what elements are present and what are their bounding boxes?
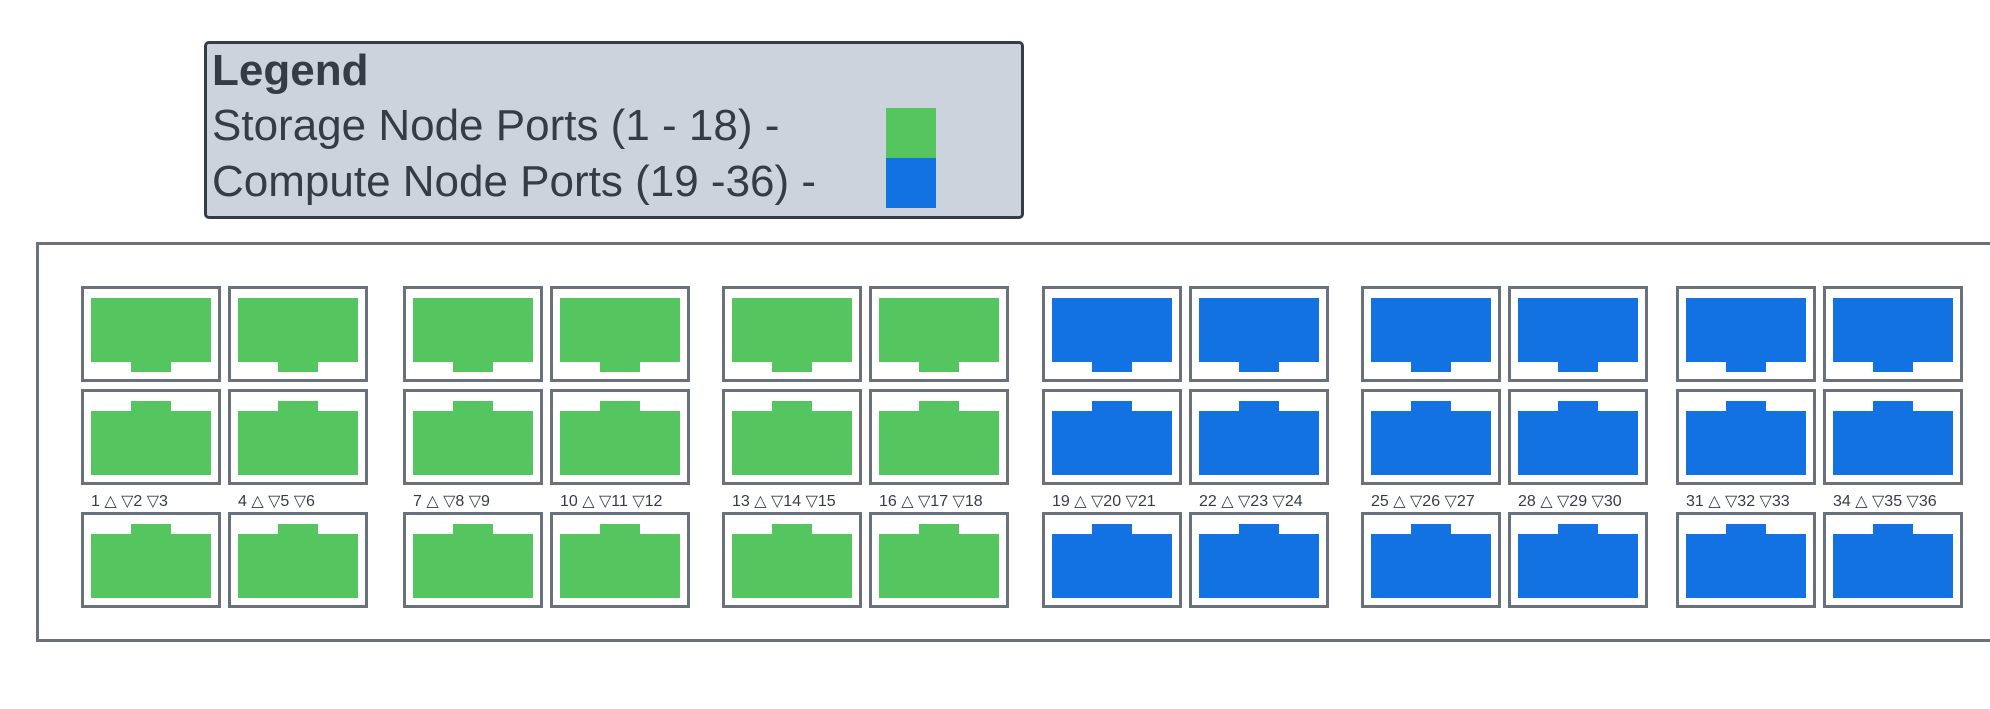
port-number-label: 19 △ ▽20 ▽21 [1052,493,1156,510]
storage-port [403,286,543,382]
storage-port [228,512,368,608]
compute-port [1676,389,1816,485]
storage-port [722,512,862,608]
legend-box: Legend Storage Node Ports (1 - 18) - Com… [204,41,1024,219]
storage-port [869,512,1009,608]
storage-port [403,389,543,485]
storage-port [81,286,221,382]
port-number-label: 7 △ ▽8 ▽9 [413,493,490,510]
compute-port [1676,286,1816,382]
port-number-label: 13 △ ▽14 ▽15 [732,493,836,510]
storage-port [81,389,221,485]
legend-storage-swatch [886,108,936,158]
compute-port [1508,389,1648,485]
port-number-label: 22 △ ▽23 ▽24 [1199,493,1303,510]
compute-port [1189,389,1329,485]
storage-port [81,512,221,608]
compute-port [1823,389,1963,485]
compute-port [1361,389,1501,485]
compute-port [1508,512,1648,608]
storage-port [722,286,862,382]
storage-port [869,389,1009,485]
port-number-label: 4 △ ▽5 ▽6 [238,493,315,510]
port-number-label: 16 △ ▽17 ▽18 [879,493,983,510]
legend-compute-label: Compute Node Ports (19 -36) - [212,157,817,206]
compute-port [1823,286,1963,382]
port-number-label: 1 △ ▽2 ▽3 [91,493,168,510]
compute-port [1676,512,1816,608]
compute-port [1189,286,1329,382]
compute-port [1361,512,1501,608]
compute-port [1361,286,1501,382]
port-number-label: 34 △ ▽35 ▽36 [1833,493,1937,510]
storage-port [228,286,368,382]
compute-port [1189,512,1329,608]
port-number-label: 31 △ ▽32 ▽33 [1686,493,1790,510]
legend-compute-swatch [886,158,936,208]
storage-port [403,512,543,608]
compute-port [1042,389,1182,485]
storage-port [550,512,690,608]
port-number-label: 28 △ ▽29 ▽30 [1518,493,1622,510]
legend-storage-label: Storage Node Ports (1 - 18) - [212,101,780,150]
legend-title: Legend [212,46,369,95]
port-number-label: 10 △ ▽11 ▽12 [560,493,663,510]
storage-port [869,286,1009,382]
switch-chassis: 1 △ ▽2 ▽3 4 △ ▽5 ▽6 7 △ ▽8 ▽9 10 △ ▽11 ▽12 1… [36,242,1990,642]
storage-port [550,286,690,382]
storage-port [550,389,690,485]
storage-port [228,389,368,485]
storage-port [722,389,862,485]
compute-port [1042,286,1182,382]
compute-port [1508,286,1648,382]
compute-port [1042,512,1182,608]
port-number-label: 25 △ ▽26 ▽27 [1371,493,1475,510]
compute-port [1823,512,1963,608]
